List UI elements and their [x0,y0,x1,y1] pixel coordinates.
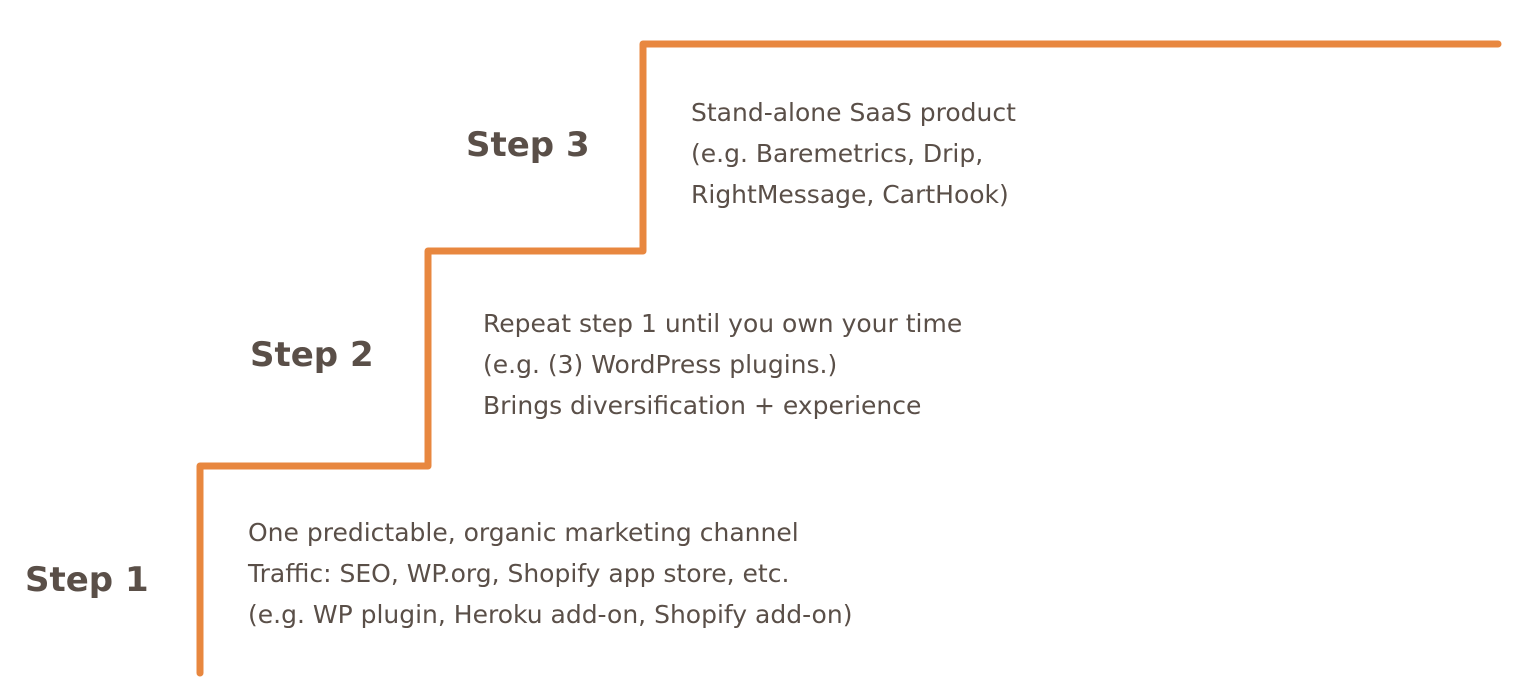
step-2-description: Repeat step 1 until you own your time (e… [483,303,962,426]
step-3-line: Stand-alone SaaS product [691,98,1016,127]
step-1-description: One predictable, organic marketing chann… [248,512,852,635]
step-3-label: Step 3 [466,125,590,165]
step-3-line: RightMessage, CartHook) [691,180,1009,209]
step-2-line: (e.g. (3) WordPress plugins.) [483,350,838,379]
step-1-label: Step 1 [25,560,149,600]
step-1-line: One predictable, organic marketing chann… [248,518,799,547]
step-2-label: Step 2 [250,335,374,375]
step-3-line: (e.g. Baremetrics, Drip, [691,139,984,168]
step-2-line: Repeat step 1 until you own your time [483,309,963,338]
step-2-line: Brings diversification + experience [483,391,922,420]
step-1-line: Traffic: SEO, WP.org, Shopify app store,… [248,559,790,588]
step-3-description: Stand-alone SaaS product (e.g. Baremetri… [691,92,1016,215]
step-1-line: (e.g. WP plugin, Heroku add-on, Shopify … [248,600,853,629]
